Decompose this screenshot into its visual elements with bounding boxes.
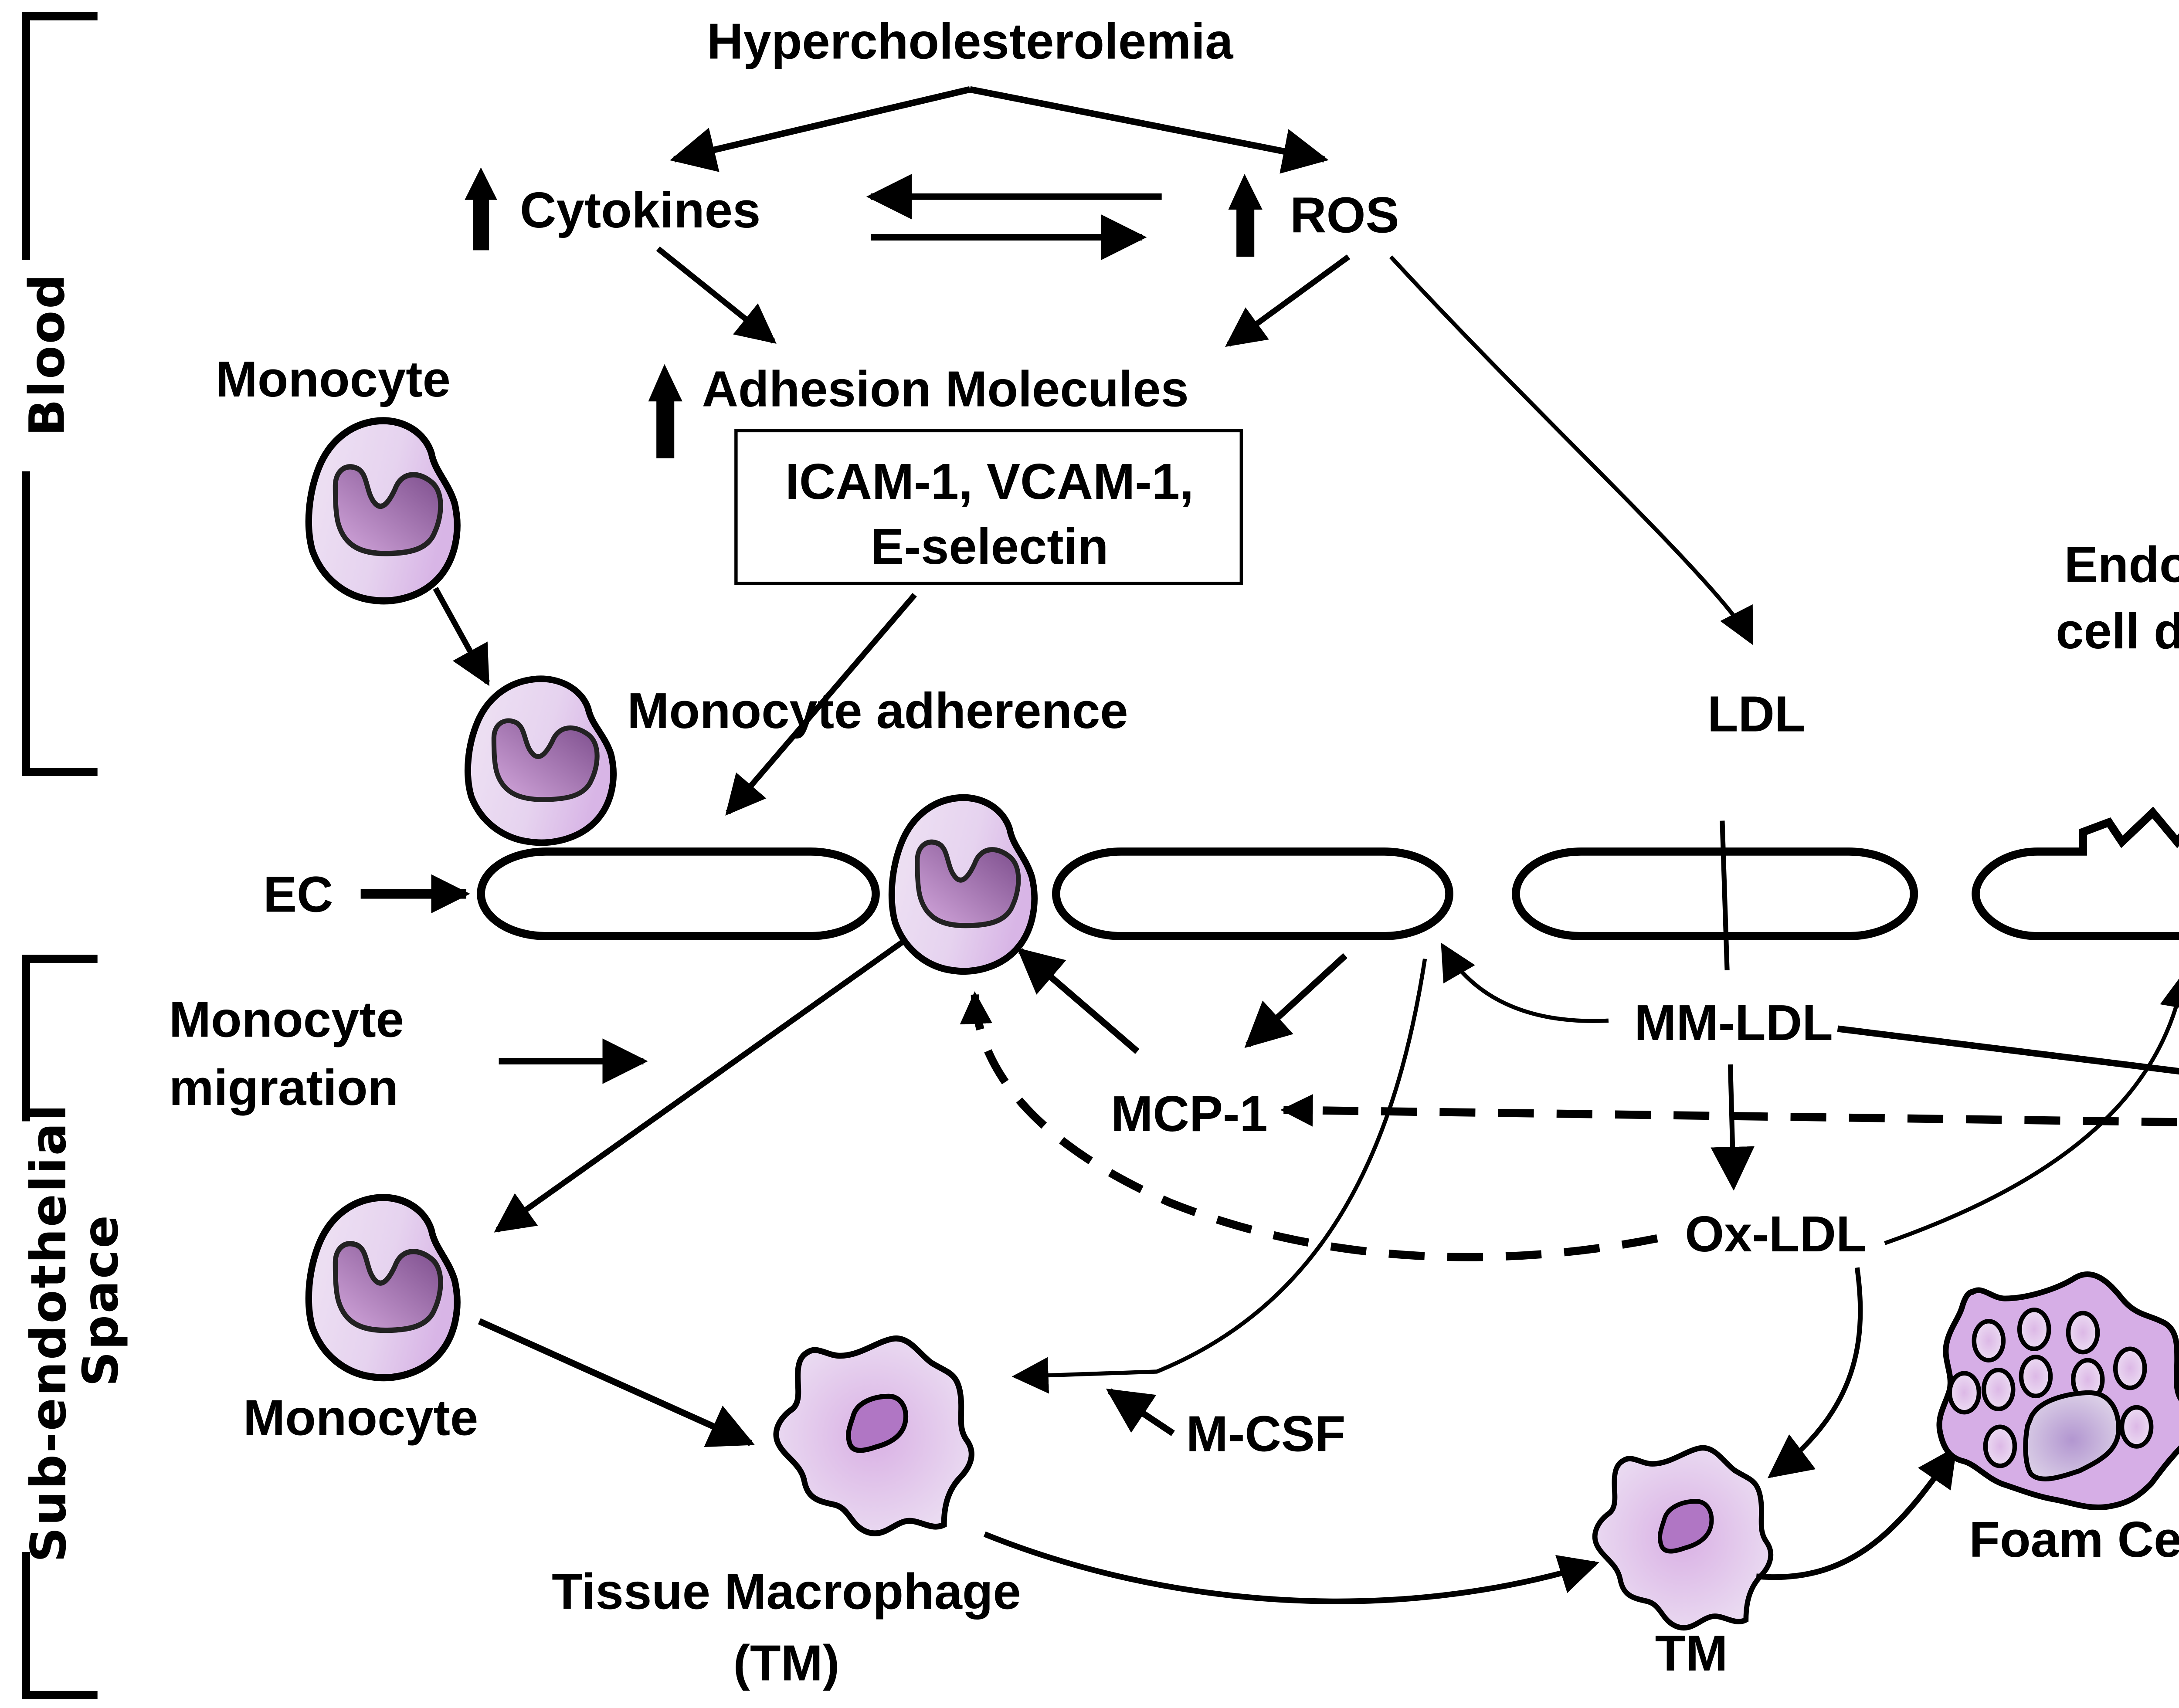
- endothelial-cell-3: [1512, 847, 1918, 940]
- foam-cell-icon: [1936, 1271, 2179, 1511]
- up-arrow-icon-ros: [1228, 174, 1263, 210]
- tissue-macrophage-label-line1: Tissue Macrophage: [552, 1563, 1021, 1620]
- foam-cell-label: Foam Cell: [1969, 1511, 2179, 1568]
- endothelial-cell-1: [477, 847, 880, 940]
- arrow-tm-to-foam: [1756, 1446, 1957, 1580]
- arrow-mcp1-to-monocyte: [1017, 948, 1140, 1054]
- arrow-hyper-to-ros: [969, 86, 1329, 174]
- arrow-transmigrating-to-monocyte: [494, 940, 903, 1233]
- m-csf-label: M-CSF: [1186, 1406, 1346, 1462]
- adhesion-molecules-label: Adhesion Molecules: [702, 361, 1189, 417]
- arrow-mmldl-to-oxldl: [1711, 1064, 1755, 1191]
- ox-ldl-label: Ox-LDL: [1685, 1206, 1867, 1262]
- adhesion-box-line2: E-selectin: [871, 518, 1109, 575]
- arrow-monocyte-to-macrophage: [478, 1318, 755, 1447]
- adhesion-molecules-box: ICAM-1, VCAM-1, E-selectin: [734, 429, 1243, 585]
- subendothelial-region-bracket: [22, 955, 98, 1699]
- arrow-oxldl-to-tm: [1767, 1267, 1863, 1478]
- ldl-block-line: [1720, 820, 1730, 970]
- arrow-mmldl-to-vsmc: [1837, 1025, 2179, 1075]
- monocyte-adhering-icon: [468, 679, 613, 843]
- arrow-ec-to-macrophage: [1011, 958, 1427, 1394]
- arrow-monocyte-to-adhering: [433, 587, 490, 686]
- arrow-oxldl-to-monocyte-dashed: [960, 991, 1658, 1261]
- mm-ldl-label: MM-LDL: [1634, 995, 1833, 1051]
- arrow-mmldl-to-ec: [1441, 942, 1609, 1023]
- endothelial-damage-label-line1: Endothelial: [2064, 536, 2179, 593]
- subendothelial-region-label-line1: Sub-endothelial: [20, 1103, 77, 1562]
- cytokines-label: Cytokines: [520, 182, 760, 238]
- tissue-macrophage-label-line2: (TM): [733, 1635, 840, 1691]
- arrow-ec-to-mcp1: [1244, 953, 1347, 1048]
- endothelial-cell-2: [1052, 847, 1453, 940]
- arrow-hyper-to-cytokines: [670, 86, 971, 172]
- monocyte-blood-icon: [309, 421, 457, 601]
- blood-region-bracket: [22, 12, 98, 776]
- ec-label: EC: [263, 866, 333, 922]
- monocyte-transmigrating-icon: [892, 798, 1034, 972]
- monocyte-blood-label: Monocyte: [216, 351, 451, 407]
- arrow-macrophage-to-tm: [983, 1531, 1599, 1604]
- up-arrow-icon-adhesion: [648, 364, 682, 402]
- ldl-label: LDL: [1707, 686, 1806, 742]
- endothelial-damage-label-line2: cell damage: [2056, 603, 2179, 659]
- ros-label: ROS: [1290, 187, 1399, 243]
- subendothelial-region-label-line2: Space: [72, 1213, 129, 1386]
- arrow-vsmc-to-mcp1-dashed: [1280, 1094, 2179, 1127]
- monocyte-subendothelial-icon: [309, 1197, 457, 1378]
- monocyte-migration-label-line2: migration: [169, 1060, 398, 1116]
- up-arrow-icon-adhesion-shaft: [656, 400, 675, 458]
- hypercholesterolemia-label: Hypercholesterolemia: [707, 13, 1234, 69]
- arrow-cytokines-to-adhesion: [656, 246, 777, 344]
- arrow-oxldl-to-damaged-ec: [1884, 971, 2179, 1245]
- monocyte-migration-label-line1: Monocyte: [169, 992, 404, 1048]
- up-arrow-icon-ros-shaft: [1236, 208, 1255, 257]
- tm-label: TM: [1655, 1625, 1728, 1681]
- tissue-macrophage-icon: [776, 1339, 971, 1533]
- arrow-adhesion-to-ec: [725, 593, 917, 816]
- blood-region-label: Blood: [19, 272, 75, 436]
- arrow-mcsf-to-macrophage: [1106, 1388, 1175, 1436]
- arrow-ros-to-ldl: [1389, 255, 1754, 645]
- up-arrow-icon-cytokines-shaft: [472, 198, 489, 251]
- arrow-ros-to-adhesion: [1225, 254, 1351, 347]
- monocyte-subendothelial-label: Monocyte: [243, 1389, 478, 1446]
- damaged-endothelial-cell: [1972, 807, 2179, 940]
- mcp1-label: MCP-1: [1111, 1086, 1268, 1142]
- adhesion-box-line1: ICAM-1, VCAM-1,: [785, 454, 1194, 510]
- monocyte-adherence-label: Monocyte adherence: [627, 683, 1128, 739]
- tm-icon: [1595, 1448, 1771, 1628]
- up-arrow-icon-cytokines: [465, 167, 497, 200]
